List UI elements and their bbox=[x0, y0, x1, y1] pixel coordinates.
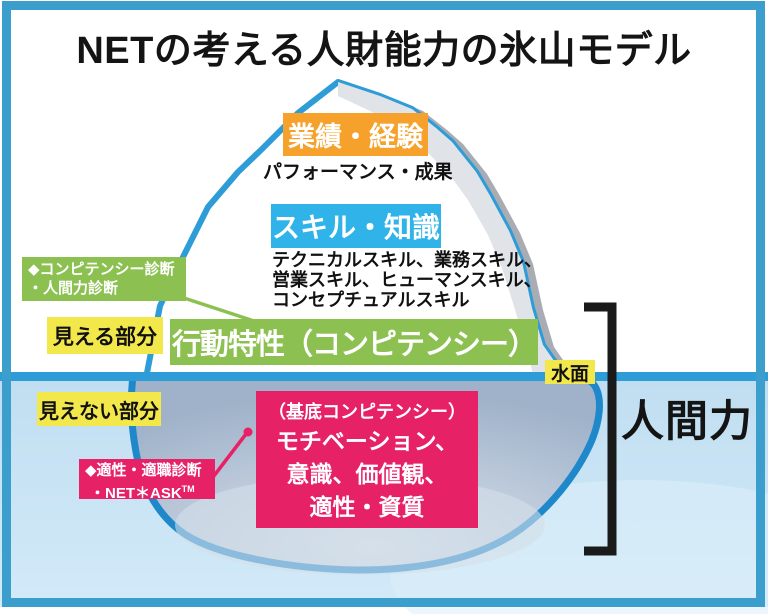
visible-part-label: 見える部分 bbox=[47, 317, 163, 354]
aptitude-callout-connector bbox=[208, 432, 248, 483]
iceberg-inner-shading bbox=[338, 82, 566, 378]
aptitude-connector-dot bbox=[243, 427, 253, 437]
aptitude-diagnosis-line-1: ◆適性・適職診断 bbox=[85, 462, 202, 479]
behavior-competency-bar: 行動特性（コンピテンシー） bbox=[170, 319, 538, 365]
performance-subtext: パフォーマンス・成果 bbox=[263, 162, 453, 183]
skills-label: スキル・知識 bbox=[271, 212, 440, 243]
skills-box: スキル・知識 bbox=[271, 204, 441, 248]
page-title: NETの考える人財能力の氷山モデル bbox=[76, 30, 692, 72]
skills-line-1: テクニカルスキル、業務スキル、 bbox=[272, 250, 542, 270]
base-competency-line-1: （基底コンピテンシー） bbox=[268, 402, 466, 422]
competency-callout-connector bbox=[183, 296, 258, 324]
behavior-competency-label: 行動特性（コンピテンシー） bbox=[171, 329, 537, 361]
performance-label: 業績・経験 bbox=[288, 122, 423, 152]
human-power-bracket bbox=[584, 302, 617, 556]
aptitude-diagnosis-callout: ◆適性・適職診断 ・NET＊ASKTM bbox=[79, 459, 215, 502]
base-competency-line-4: 適性・資質 bbox=[309, 494, 425, 520]
waterline bbox=[0, 372, 768, 381]
aptitude-diagnosis-line-2: ・NET＊ASKTM bbox=[90, 484, 195, 502]
base-competency-line-3: 意識、価値観、 bbox=[286, 461, 448, 487]
competency-diagnosis-callout: ◆コンピテンシー診断 ・人間力診断 bbox=[22, 257, 186, 301]
skills-subtext: テクニカルスキル、業務スキル、 営業スキル、ヒューマンスキル、 コンセプチュアル… bbox=[272, 250, 542, 310]
trademark-sup: TM bbox=[181, 484, 195, 494]
base-competency-line-2: モチベーション、 bbox=[275, 428, 459, 454]
human-power-label: 人間力 bbox=[621, 398, 753, 446]
competency-diagnosis-line-1: ◆コンピテンシー診断 bbox=[28, 261, 175, 278]
performance-box: 業績・経験 bbox=[283, 113, 428, 156]
competency-diagnosis-line-2: ・人間力診断 bbox=[28, 280, 119, 297]
skills-line-3: コンセプチュアルスキル bbox=[272, 290, 470, 310]
invisible-part-label: 見えない部分 bbox=[37, 392, 161, 426]
skills-line-2: 営業スキル、ヒューマンスキル、 bbox=[272, 270, 542, 290]
water-surface-label: 水面 bbox=[545, 360, 595, 385]
base-competency-box: （基底コンピテンシー） モチベーション、 意識、価値観、 適性・資質 bbox=[256, 391, 478, 528]
